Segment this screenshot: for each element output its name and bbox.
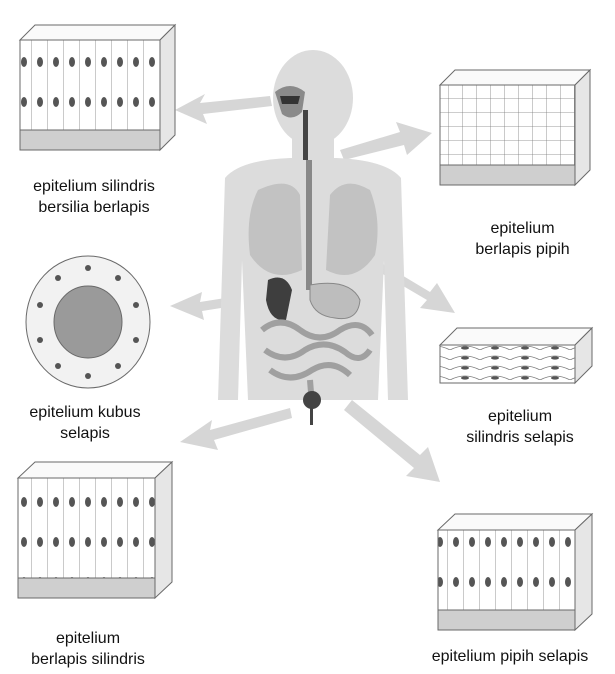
arrow-bottom-right [344,400,440,482]
lungs-icon [249,184,302,275]
label-line: berlapis silindris [8,649,168,670]
arrow-top-left [175,94,272,124]
label-line: berlapis pipih [450,239,595,260]
tissue-block-icon [440,328,592,383]
label-line: epitelium silindris [14,176,174,197]
label-line: epitelium pipih selapis [410,646,610,667]
label-line: epitelium [8,628,168,649]
label-line: selapis [10,423,160,444]
label-mid-right: epitelium silindris selapis [440,406,600,448]
tissue-block-icon [18,462,172,598]
label-top-right: epitelium berlapis pipih [450,218,595,260]
label-line: epitelium kubus [10,402,160,423]
label-line: epitelium [440,406,600,427]
label-line: bersilia berlapis [14,197,174,218]
tissue-block-icon [440,70,590,185]
label-mid-left: epitelium kubus selapis [10,402,160,444]
tissue-block-icon [20,25,175,150]
tissue-tube-icon [26,256,150,388]
tissue-block-icon [438,514,592,630]
label-bottom-left: epitelium berlapis silindris [8,628,168,670]
label-line: silindris selapis [440,427,600,448]
label-line: epitelium [450,218,595,239]
arrow-bottom-left [180,408,292,450]
arrow-top-right [340,122,432,160]
label-bottom-right: epitelium pipih selapis [410,646,610,667]
label-top-left: epitelium silindris bersilia berlapis [14,176,174,218]
